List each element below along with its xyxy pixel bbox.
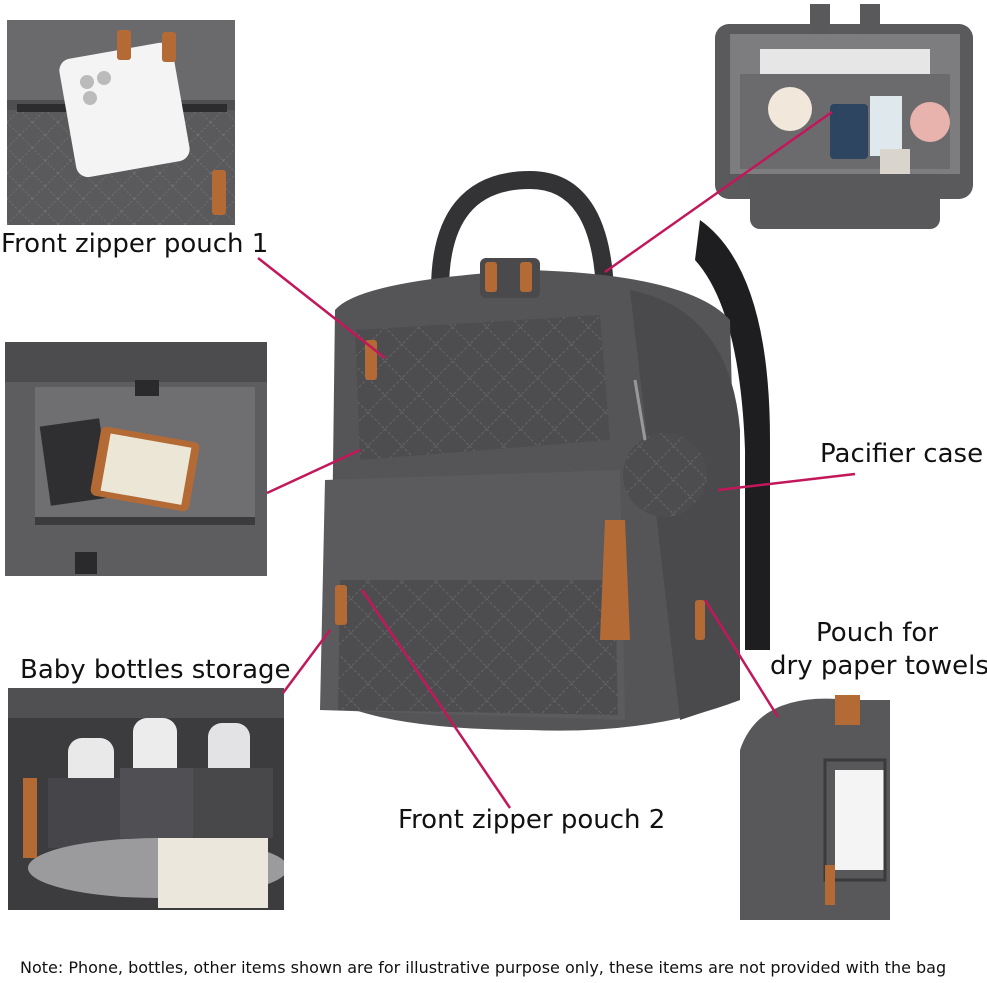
- phone-pocket-photo: [7, 20, 235, 225]
- paper-towel-pouch-photo: [740, 695, 890, 920]
- inset-paper-towel-pouch: [740, 690, 890, 920]
- label-paper-towel-pouch-line-2: dry paper towels: [770, 650, 987, 681]
- backpack-image: [320, 170, 770, 731]
- label-paper-towel-pouch-line-1: Pouch for: [816, 618, 938, 648]
- inset-phone-pocket: [7, 20, 235, 225]
- label-paper-towel-pouch: Pouch for dry paper towels: [770, 617, 987, 682]
- disclaimer-note: Note: Phone, bottles, other items shown …: [20, 958, 947, 977]
- wallet-image: [90, 426, 200, 512]
- rear-pocket-photo: [5, 342, 267, 576]
- label-front-zipper-pouch-1: Front zipper pouch 1: [1, 229, 269, 259]
- inset-bottle-storage: [8, 688, 284, 910]
- bottle-storage-photo: [8, 688, 284, 910]
- label-baby-bottles-storage: Baby bottles storage: [20, 655, 291, 685]
- label-front-zipper-pouch-2: Front zipper pouch 2: [398, 805, 666, 835]
- inset-rear-pocket: [5, 342, 267, 576]
- backpack-photo: [300, 140, 780, 740]
- label-pacifier-case: Pacifier case: [820, 439, 984, 469]
- phone-image: [59, 42, 190, 178]
